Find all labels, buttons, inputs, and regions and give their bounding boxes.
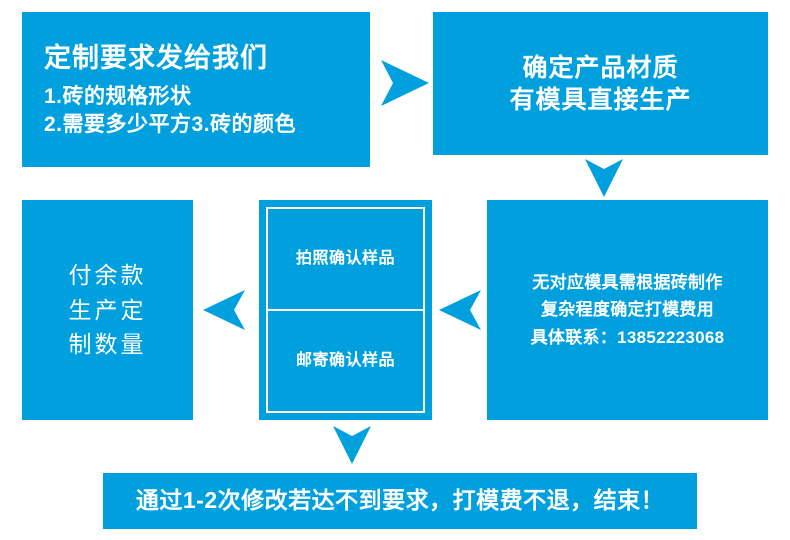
node-mold-cost[interactable]: 无对应模具需根据砖制作 复杂程度确定打模费用 具体联系：13852223068 [487,200,768,420]
sample-inner-frame: 拍照确认样品 邮寄确认样品 [266,207,425,413]
arrow-right-icon [379,58,431,108]
payment-line-1: 付余款 [68,262,147,289]
requirements-item-1: 1.砖的规格形状 [44,85,192,109]
node-sample-confirmation[interactable]: 拍照确认样品 邮寄确认样品 [259,200,432,420]
node-revision-policy[interactable]: 通过1-2次修改若达不到要求，打模费不退，结束！ [103,473,697,529]
requirements-title: 定制要求发给我们 [44,42,268,73]
arrow-down-icon [583,157,625,199]
sample-mail-confirm[interactable]: 邮寄确认样品 [268,309,423,411]
arrow-left-icon [437,288,483,332]
mold-line-1: 无对应模具需根据砖制作 [532,272,723,292]
node-confirm-material[interactable]: 确定产品材质 有模具直接生产 [433,12,768,155]
arrow-left-icon [201,288,247,332]
payment-line-2: 生产定 [68,296,147,323]
sample-mail-confirm-label: 邮寄确认样品 [295,351,395,369]
requirements-item-2: 2.需要多少平方3.砖的颜色 [44,112,297,136]
payment-line-3: 制数量 [68,331,147,358]
arrow-down-icon [331,424,373,466]
node-customer-requirements[interactable]: 定制要求发给我们 1.砖的规格形状 2.需要多少平方3.砖的颜色 [22,12,370,167]
sample-photo-confirm-label: 拍照确认样品 [295,249,395,267]
mold-line-2: 复杂程度确定打模费用 [541,300,714,320]
mold-contact-phone: 具体联系：13852223068 [530,327,725,347]
sample-photo-confirm[interactable]: 拍照确认样品 [268,209,423,309]
footer-text: 通过1-2次修改若达不到要求，打模费不退，结束！ [135,487,665,514]
material-line-1: 确定产品材质 [522,53,679,82]
material-line-2: 有模具直接生产 [509,85,692,114]
node-payment-production[interactable]: 付余款 生产定 制数量 [22,200,193,420]
